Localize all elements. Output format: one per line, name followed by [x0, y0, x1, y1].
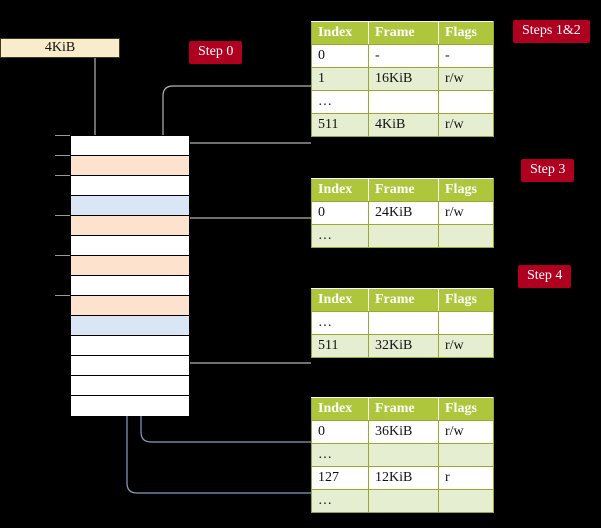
column-header-index: Index: [311, 288, 369, 312]
cell-index: …: [311, 224, 369, 248]
cell-frame: 24KiB: [368, 201, 439, 225]
memory-frame-1: [71, 156, 189, 176]
cell-index: …: [311, 489, 369, 513]
badge-step-3: Step 3: [521, 159, 575, 182]
memory-frame-6: [71, 256, 189, 276]
cell-flags: [438, 224, 494, 248]
memory-frame-0: [71, 136, 189, 156]
cell-index: 511: [311, 113, 369, 137]
column-header-frame: Frame: [368, 397, 439, 421]
cell-flags: r: [438, 466, 494, 490]
badge-step-0: Step 0: [189, 41, 243, 64]
column-header-flags: Flags: [438, 397, 494, 421]
column-header-index: Index: [311, 397, 369, 421]
table-row: 511 4KiB r/w: [311, 113, 494, 137]
cell-index: 127: [311, 466, 369, 490]
cell-flags: -: [438, 44, 494, 68]
cell-index: …: [311, 311, 369, 335]
cell-frame: 36KiB: [368, 420, 439, 444]
cell-frame: 12KiB: [368, 466, 439, 490]
column-header-flags: Flags: [438, 288, 494, 312]
conn-t2row0-to-mem: [177, 217, 311, 258]
column-header-index: Index: [311, 178, 369, 202]
badge-steps-1-2: Steps 1&2: [513, 20, 590, 43]
memory-frame-13: [71, 396, 189, 416]
cell-flags: [438, 90, 494, 114]
cell-index: …: [311, 443, 369, 467]
cell-index: …: [311, 90, 369, 114]
memory-tick-0: [55, 135, 70, 136]
conn-t1row511-to-mem: [177, 142, 311, 157]
memory-frame-9: [71, 316, 189, 336]
memory-tick-8: [55, 295, 70, 296]
table-row: …: [311, 224, 494, 248]
memory-frame-8: [71, 296, 189, 316]
cell-flags: r/w: [438, 113, 494, 137]
badge-step-4: Step 4: [518, 265, 572, 288]
cell-frame: 32KiB: [368, 334, 439, 358]
cell-flags: r/w: [438, 201, 494, 225]
memory-frame-2: [71, 176, 189, 196]
column-header-flags: Flags: [438, 178, 494, 202]
highlighted-value: r/w: [445, 117, 464, 132]
cell-index: 0: [311, 420, 369, 444]
table-row: 0--: [311, 44, 494, 68]
cell-frame: [368, 90, 439, 114]
memory-tick-6: [55, 255, 70, 256]
memory-frame-3: [71, 196, 189, 216]
memory-frame-5: [71, 236, 189, 256]
table-row: …: [311, 90, 494, 114]
cell-flags: [438, 443, 494, 467]
memory-tick-4: [55, 215, 70, 216]
cell-index: 0: [311, 201, 369, 225]
highlighted-value: 4KiB: [375, 117, 406, 132]
memory-tick-2: [55, 175, 70, 176]
cell-frame: 4KiB: [368, 113, 439, 137]
physical-memory-column: [70, 135, 190, 416]
column-header-flags: Flags: [438, 21, 494, 45]
memory-frame-12: [71, 376, 189, 396]
memory-tick-1: [55, 155, 70, 156]
cell-index: 1: [311, 67, 369, 91]
column-header-frame: Frame: [368, 21, 439, 45]
cell-frame: -: [368, 44, 439, 68]
cell-index: 0: [311, 44, 369, 68]
cell-frame: [368, 443, 439, 467]
cell-frame: [368, 311, 439, 335]
column-header-index: Index: [311, 21, 369, 45]
table-row: …: [311, 489, 494, 513]
cell-flags: r/w: [438, 67, 494, 91]
memory-frame-10: [71, 336, 189, 356]
virtual-address-box: 4KiB: [0, 38, 120, 58]
cell-flags: r/w: [438, 334, 494, 358]
cell-index: 511: [311, 334, 369, 358]
cell-flags: [438, 489, 494, 513]
column-header-frame: Frame: [368, 178, 439, 202]
highlighted-value: 511: [318, 117, 339, 132]
column-header-frame: Frame: [368, 288, 439, 312]
cell-frame: 16KiB: [368, 67, 439, 91]
table-row: …: [311, 311, 494, 335]
memory-frame-4: [71, 216, 189, 236]
memory-frame-7: [71, 276, 189, 296]
cell-frame: [368, 489, 439, 513]
memory-frame-11: [71, 356, 189, 376]
cell-flags: [438, 311, 494, 335]
cell-flags: r/w: [438, 420, 494, 444]
table-row: …: [311, 443, 494, 467]
cell-frame: [368, 224, 439, 248]
